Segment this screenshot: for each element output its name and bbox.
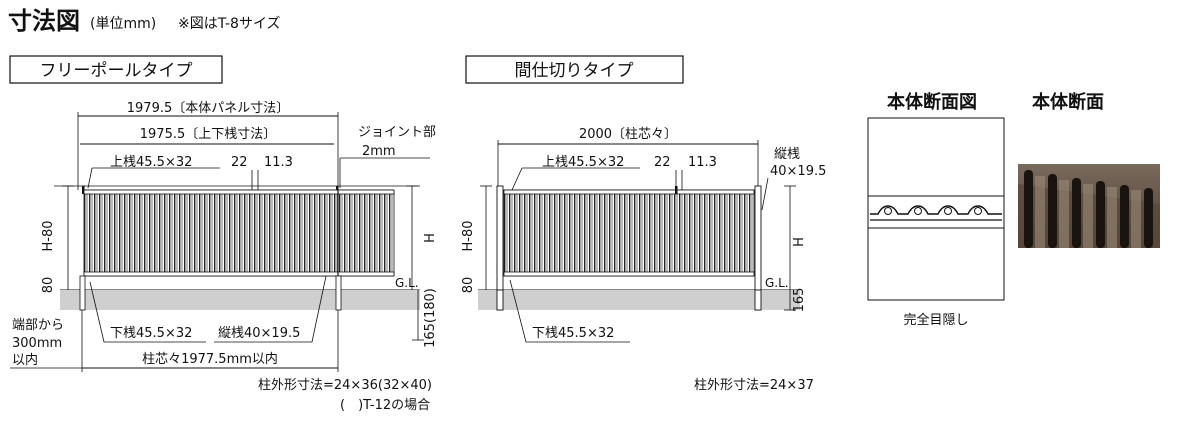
- vertical-bar-label: 縦桟40×19.5: [218, 326, 300, 341]
- section-title: 本体断面図: [887, 91, 977, 113]
- joint-label: ジョイント部: [358, 125, 436, 140]
- vertical-bar-label-2a: 縦桟: [774, 147, 800, 162]
- upper-rail-label-2: 上桟45.5×32: [542, 155, 624, 170]
- page-title: 寸法図: [8, 7, 80, 35]
- rail-dimension: 1975.5〔上下桟寸法〕: [140, 127, 277, 142]
- panel-dimension: 1979.5〔本体パネル寸法〕: [127, 101, 290, 116]
- upper-rail-label: 上桟45.5×32: [110, 155, 192, 170]
- h-minus-80-label-2: H-80: [461, 220, 476, 251]
- joint-value: 2mm: [362, 144, 396, 159]
- lower-rail-label: 下桟45.5×32: [110, 326, 192, 341]
- free-pole-type-label: フリーポールタイプ: [40, 61, 193, 81]
- vertical-bar-label-2b: 40×19.5: [770, 164, 826, 179]
- gl-label-2: G.L.: [765, 276, 789, 290]
- depth-165-label: 165(180): [423, 288, 438, 348]
- post-size-label-2: 柱外形寸法=24×37: [694, 378, 814, 393]
- end-note-line2: 300mm: [12, 336, 62, 351]
- h-minus-80-label: H-80: [41, 220, 56, 251]
- post-size-label: 柱外形寸法=24×36(32×40): [258, 378, 432, 393]
- post-pitch-label: 柱芯々1977.5mm以内: [142, 351, 278, 367]
- section-caption: 完全目隠し: [903, 312, 968, 328]
- partition-type-box: [465, 55, 684, 84]
- dim-22: 22: [231, 155, 248, 170]
- pitch-dimension: 2000〔柱芯々〕: [579, 127, 677, 142]
- size-note: ※図はT-8サイズ: [178, 16, 281, 32]
- unit-label: (単位mm): [90, 16, 156, 32]
- post-note-label: ( )T-12の場合: [340, 398, 430, 413]
- partition-type-drawing: 間仕切りタイプ 2000〔柱芯々〕 上桟45.5×32 22 11.3 縦桟 4…: [461, 55, 826, 393]
- gl-label: G.L.: [395, 276, 419, 290]
- depth-165-label-2: 165: [792, 288, 807, 313]
- end-note-line1: 端部から: [12, 318, 64, 333]
- end-note-line3: 以内: [12, 352, 38, 368]
- section-drawing: 本体断面図 完全目隠し: [867, 91, 1005, 328]
- dim-80-label-2: 80: [461, 277, 476, 294]
- photo-title: 本体断面: [1032, 91, 1104, 113]
- partition-type-label: 間仕切りタイプ: [515, 61, 634, 81]
- section-photo: 本体断面: [1018, 91, 1160, 248]
- dim-11-3: 11.3: [264, 155, 293, 170]
- free-pole-type-drawing: フリーポールタイプ 1979.5〔本体パネル寸法〕 1975.5〔上下桟寸法〕 …: [9, 55, 438, 413]
- dim-80-label: 80: [41, 277, 56, 294]
- free-pole-type-box: [9, 55, 223, 84]
- section-profile: [870, 205, 1002, 215]
- lower-rail-label-2: 下桟45.5×32: [532, 326, 614, 341]
- h-label: H: [423, 233, 438, 243]
- dim-22-2: 22: [654, 155, 671, 170]
- dim-11-3-2: 11.3: [688, 155, 717, 170]
- h-label-2: H: [792, 237, 807, 247]
